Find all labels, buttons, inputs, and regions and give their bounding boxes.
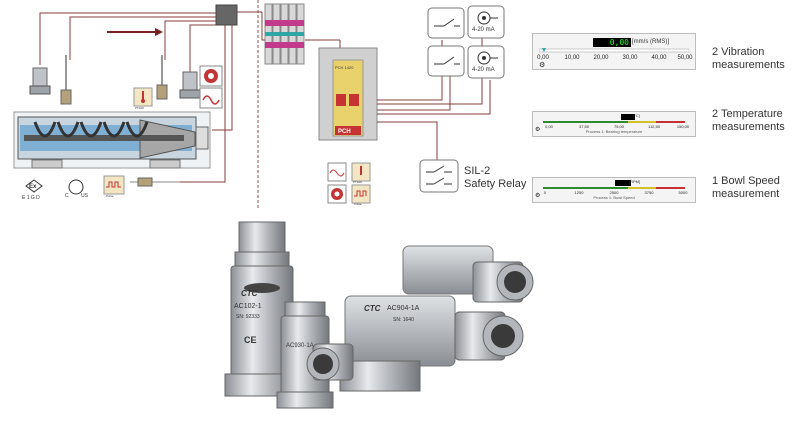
vibration-gear-icon [199,65,223,87]
vibration-tick: 40,00 [651,55,667,61]
settings-icon[interactable]: ⚙ [535,193,541,199]
csa-us-text: US [81,193,88,199]
current-output-icon-2 [467,45,505,79]
module-brand: PCH [338,129,351,135]
vibration-unit: [mm/s (RMS)] [632,39,669,45]
vibration-scale [539,48,689,53]
sensor2-model: AC930-1A [286,343,314,349]
sensor-back-right [402,245,534,303]
current-output-icon-1 [467,5,505,39]
pulse-label: Pulse [106,194,114,198]
speed-unit: [RPM] [629,179,641,184]
temperature-unit: [°C] [633,113,640,118]
speed-tick: 1250 [574,190,584,195]
settings-icon[interactable]: ⚙ [535,127,541,133]
vibration-tick: 0,00 [537,55,549,61]
temperature-readout [621,114,635,120]
sensor1-serial: SN: 92333 [236,314,260,320]
vibration-meter: 0,00 [mm/s (RMS)] 0,00 10,00 20,00 30,00… [532,33,696,70]
temperature-tick: 75,00 [613,124,625,129]
temperature-tick: 37,50 [578,124,590,129]
current-loop-1-label: 4-20 mA [472,27,495,33]
sensor-wiring [39,11,341,183]
speed-probe [130,177,180,187]
temperature-probe-1 [60,55,72,105]
output-wiring [377,36,491,160]
sensor-ac904 [306,295,524,392]
terminal-blocks [264,3,305,65]
sensor1-model: AC102-1 [234,303,262,310]
temperature-tick: 0,00 [545,124,553,129]
waveform-icon [199,87,223,109]
safety-relay-sil: SIL-2 [464,165,491,177]
temperature-scale [543,121,685,123]
atex-ex-text: Ex [29,184,37,190]
vibration-desc-1: 2 Vibration [712,46,765,58]
side-pulse-label: Pulse [354,202,362,206]
decanter-centrifuge [13,111,211,169]
side-pulse-icon [351,184,371,204]
relay-module [318,47,378,141]
vibration-tick: 10,00 [564,55,580,61]
ce-mark: CE [244,335,257,345]
speed-readout [615,180,631,186]
safety-relay-icon [419,159,459,193]
temperature-desc-1: 2 Temperature [712,108,783,120]
speed-tick: 3750 [644,190,654,195]
side-gear-icon [327,184,347,204]
module-model: PCH 1420 [335,65,354,70]
temperature-caption: Process 1: Bearing temperature [585,129,643,134]
speed-scale [543,187,685,189]
temperature-tick: 150,00 [676,124,690,129]
system-diagram [13,0,505,210]
junction-box [215,4,238,26]
atex-code: E 1 G D [22,195,40,201]
pt100-label: PT100 [135,106,144,110]
relay-switch-icon-1 [427,7,465,39]
brand-logo-1: CTC [241,289,258,298]
vibration-tick: 20,00 [593,55,609,61]
speed-caption: Process 1: Bowl Speed [593,195,635,200]
sensor3-model: AC904-1A [387,305,420,312]
temperature-meter: [°C] 0,00 37,50 75,00 112,50 150,00 Proc… [532,111,696,137]
speed-meter: [RPM] 0 1250 2500 3750 5000 Process 1: B… [532,177,696,203]
vibration-tick: 30,00 [622,55,638,61]
side-waveform-icon [327,162,347,182]
vibration-desc-2: measurements [712,59,785,71]
thermometer-icon [133,87,153,107]
side-pt100-label: PT100 [353,180,362,184]
atex-ex-logo [25,179,43,193]
sensor-photo [224,221,534,409]
vibration-sensor-2 [179,71,201,99]
csa-logo [68,179,84,195]
vibration-sensor-1 [29,67,51,95]
vibration-tick: 50,00 [677,55,693,61]
temperature-probe-2 [156,55,168,100]
relay-switch-icon-2 [427,45,465,77]
vibration-pointer [542,48,546,52]
speed-desc-2: measurement [712,188,780,200]
csa-c-text: C [65,193,69,199]
pulse-icon [103,175,125,195]
safety-relay-text: Safety Relay [464,178,527,190]
speed-tick: 5000 [678,190,688,195]
settings-icon[interactable]: ⚙ [539,62,546,69]
speed-tick: 2500 [609,190,619,195]
sensor3-serial: SN: 1640 [393,317,414,323]
side-thermometer-icon [351,162,371,182]
vibration-readout: 0,00 [593,38,631,47]
current-loop-2-label: 4-20 mA [472,67,495,73]
temperature-tick: 112,50 [648,124,660,129]
speed-desc-1: 1 Bowl Speed [712,175,780,187]
brand-logo-2: CTC [364,304,381,313]
temperature-desc-2: measurements [712,121,785,133]
speed-tick: 0 [543,190,547,195]
